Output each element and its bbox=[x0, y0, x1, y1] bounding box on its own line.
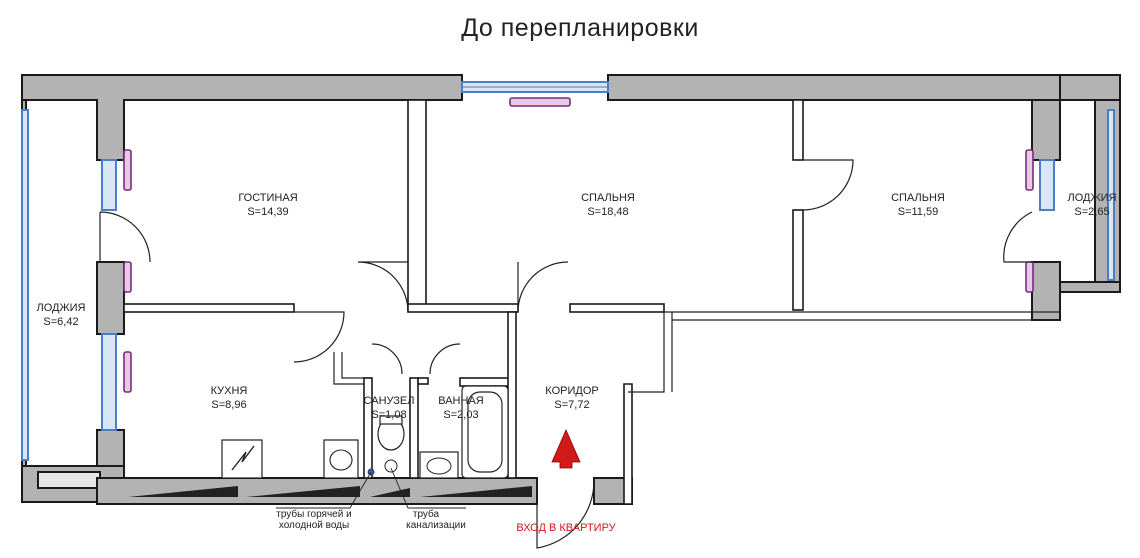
radiator-kitchen bbox=[123, 351, 132, 393]
door-kitchen bbox=[293, 311, 345, 363]
radiator-living-2 bbox=[123, 261, 132, 293]
radiator-bedroom2-2 bbox=[1025, 261, 1034, 293]
windows bbox=[21, 81, 1115, 461]
door-living bbox=[357, 261, 409, 313]
note-sewer-line1: труба bbox=[413, 508, 440, 520]
door-bedroom2 bbox=[802, 159, 854, 211]
room-area-loggia-right: S=2,65 bbox=[1074, 206, 1109, 218]
room-area-wc: S=1,08 bbox=[371, 409, 406, 421]
door-bedroom1 bbox=[517, 261, 569, 313]
partitions bbox=[123, 99, 804, 479]
door-bath bbox=[429, 343, 461, 375]
radiator-living bbox=[123, 149, 132, 191]
room-name-loggia-right: ЛОДЖИЯ bbox=[1068, 192, 1117, 204]
note-pipes-line1: трубы горячей и bbox=[276, 508, 351, 520]
door-wc bbox=[371, 343, 403, 375]
outer-walls bbox=[21, 74, 1121, 505]
room-name-loggia-left: ЛОДЖИЯ bbox=[37, 302, 86, 314]
room-area-loggia-left: S=6,42 bbox=[43, 316, 78, 328]
plan-title: До перепланировки bbox=[461, 14, 699, 42]
room-name-living: ГОСТИНАЯ bbox=[238, 192, 297, 204]
room-labels: ГОСТИНАЯ S=14,39 СПАЛЬНЯ S=18,48 СПАЛЬНЯ… bbox=[37, 192, 1117, 421]
window-bedroom2 bbox=[1039, 159, 1055, 211]
room-name-bedroom1: СПАЛЬНЯ bbox=[581, 192, 635, 204]
note-sewer-line2: канализации bbox=[406, 520, 466, 531]
room-area-bath: S=2,03 bbox=[443, 409, 478, 421]
radiator-bedroom2 bbox=[1025, 149, 1034, 191]
room-area-living: S=14,39 bbox=[247, 206, 288, 218]
room-name-kitchen: КУХНЯ bbox=[211, 385, 248, 397]
stove bbox=[221, 439, 263, 479]
door-loggia-right bbox=[1003, 211, 1033, 263]
room-area-bedroom2: S=11,59 bbox=[898, 206, 938, 218]
radiator-bedroom1 bbox=[509, 97, 571, 107]
fixtures bbox=[128, 385, 532, 497]
annotations: трубы горячей и холодной воды труба кана… bbox=[276, 508, 616, 534]
room-name-wc: САНУЗЕЛ bbox=[364, 395, 415, 407]
leader-lines bbox=[276, 467, 466, 509]
note-pipes-line2: холодной воды bbox=[279, 520, 349, 531]
room-name-bath: ВАННАЯ bbox=[438, 395, 484, 407]
entrance-label: ВХОД В КВАРТИРУ bbox=[516, 522, 616, 534]
room-name-bedroom2: СПАЛЬНЯ bbox=[891, 192, 945, 204]
door-loggia-left bbox=[99, 211, 151, 263]
loggia-right-glazing bbox=[1107, 109, 1115, 281]
window-kitchen bbox=[101, 333, 117, 431]
room-area-corridor: S=7,72 bbox=[554, 399, 589, 411]
radiators bbox=[123, 97, 1034, 393]
loggia-left-glazing bbox=[21, 109, 29, 461]
room-name-corridor: КОРИДОР bbox=[545, 385, 598, 397]
door-entrance bbox=[536, 479, 595, 549]
room-area-kitchen: S=8,96 bbox=[211, 399, 246, 411]
doors bbox=[99, 159, 1033, 549]
window-living bbox=[101, 159, 117, 211]
entrance-arrow bbox=[551, 429, 581, 469]
room-area-bedroom1: S=18,48 bbox=[587, 206, 628, 218]
